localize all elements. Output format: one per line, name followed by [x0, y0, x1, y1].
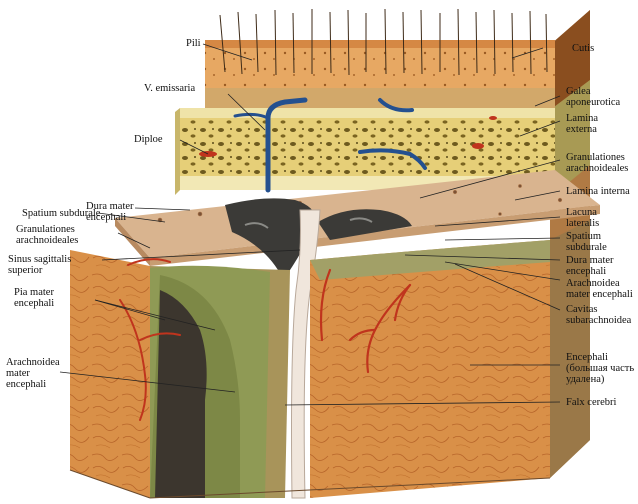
- label-falx-cerebri: Falx cerebri: [566, 397, 617, 408]
- label-spatium-subdurale-left: Spatium subdurale: [22, 208, 101, 219]
- label-pia-mater: Pia mater encephali: [14, 287, 55, 309]
- label-cutis: Cutis: [572, 43, 595, 54]
- label-lamina-externa: Lamina externa: [566, 113, 599, 135]
- label-cavitas-subarachnoidea: Cavitas subarachnoidea: [566, 304, 632, 326]
- label-granulationes-right: Granulationes arachnoideales: [566, 152, 629, 174]
- emissary-vein: [233, 97, 427, 193]
- label-lacuna-lateralis: Lacuna lateralis: [566, 207, 600, 229]
- scalp-layer: [205, 8, 555, 108]
- label-lamina-interna: Lamina interna: [566, 186, 630, 197]
- left-hemisphere: [70, 250, 290, 498]
- hair-follicles: [219, 8, 548, 76]
- label-dura-mater-left: Dura mater encephali: [86, 201, 134, 223]
- label-diploe: Diploe: [134, 134, 163, 145]
- lower-front-edge: [69, 469, 551, 499]
- label-galea-aponeurotica: Galea aponeurotica: [566, 86, 621, 108]
- label-encephali: Encephali (большая часть удалена): [566, 352, 635, 385]
- label-arachnoidea-right: Arachnoidea mater encephali: [566, 278, 633, 300]
- superior-sagittal-sinus: [225, 198, 412, 270]
- label-spatium-subdurale-right: Spatium subdurale: [566, 231, 607, 253]
- right-hemisphere: [310, 220, 590, 498]
- label-granulationes-left: Granulationes arachnoideales: [16, 224, 79, 246]
- label-dura-mater-right: Dura mater encephali: [566, 255, 614, 277]
- leader-lines: [59, 43, 561, 406]
- label-arachnoidea-left: Arachnoidea mater encephali: [6, 357, 60, 390]
- label-v-emissaria: V. emissaria: [144, 83, 196, 94]
- label-sinus-sagittalis: Sinus sagittalis superior: [8, 254, 72, 276]
- label-pili: Pili: [186, 38, 201, 49]
